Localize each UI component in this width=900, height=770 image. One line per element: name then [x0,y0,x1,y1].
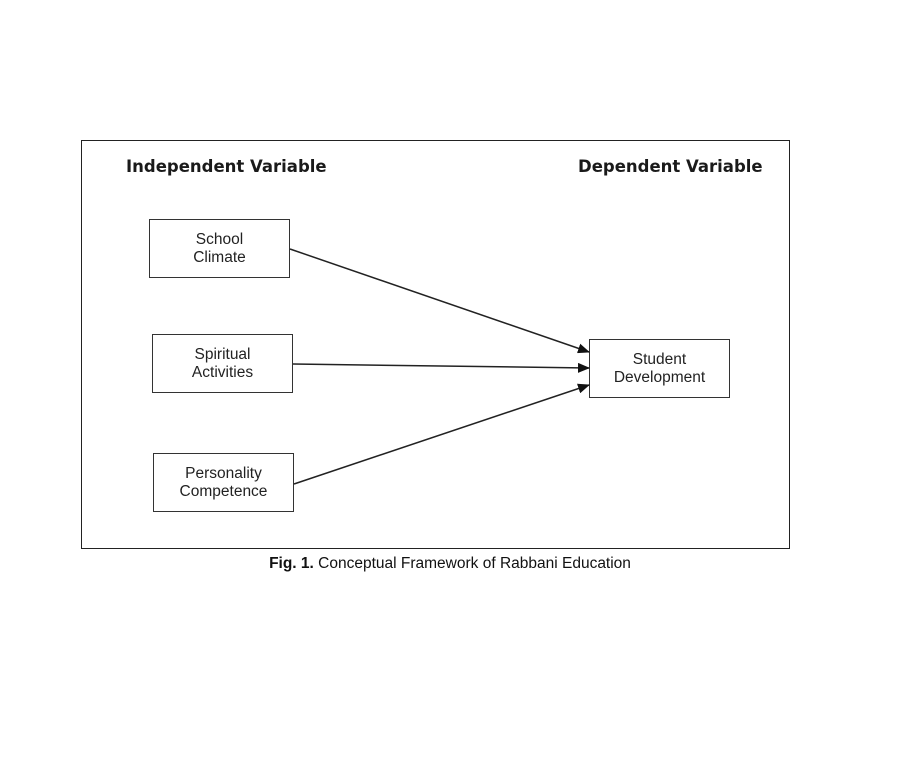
diagram-frame [81,140,790,549]
node-personality-competence: Personality Competence [153,453,294,512]
figure-caption: Fig. 1. Conceptual Framework of Rabbani … [0,555,900,573]
node-student-development: Student Development [589,339,730,398]
node-personality-competence-line-1: Personality [185,464,262,482]
node-student-development-line-2: Development [613,368,706,386]
independent-variable-heading: Independent Variable [126,157,327,176]
node-personality-competence-line-2: Competence [179,482,268,500]
node-student-development-line-1: Student [632,350,687,368]
node-spiritual-activities-line-1: Spiritual [194,345,251,363]
figure-caption-text: Conceptual Framework of Rabbani Educatio… [318,555,631,572]
node-spiritual-activities: Spiritual Activities [152,334,293,393]
figure-caption-label: Fig. 1. [269,555,314,572]
node-school-climate-line-1: School [195,230,244,248]
dependent-variable-heading: Dependent Variable [578,157,763,176]
node-school-climate: School Climate [149,219,290,278]
node-spiritual-activities-line-2: Activities [191,363,254,381]
node-school-climate-line-2: Climate [193,248,246,266]
